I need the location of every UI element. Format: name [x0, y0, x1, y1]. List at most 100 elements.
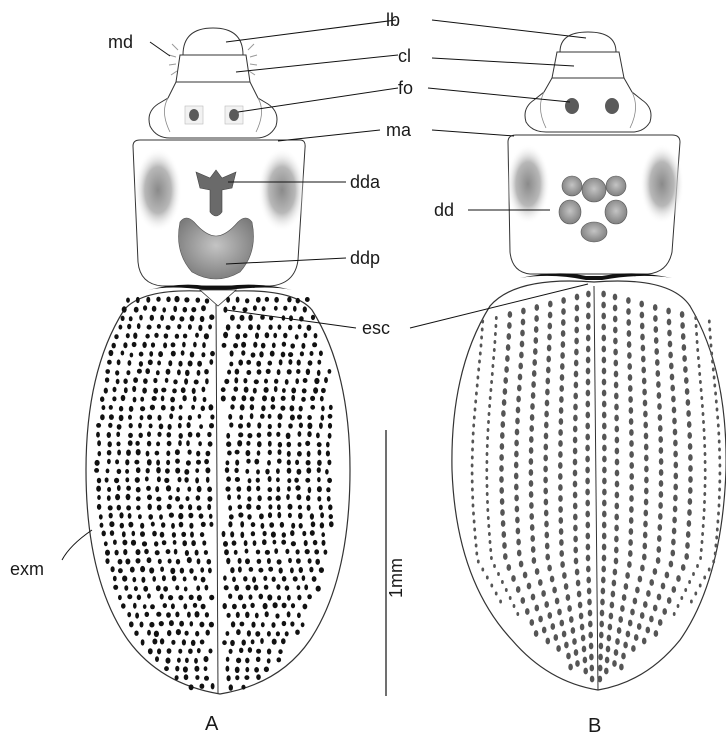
puncture-a: [198, 325, 202, 331]
puncture-a: [156, 370, 160, 375]
puncture-b: [481, 320, 484, 324]
puncture-a: [296, 558, 301, 564]
puncture-b: [558, 473, 563, 480]
puncture-a: [129, 621, 134, 627]
puncture-a: [132, 342, 137, 347]
puncture-b: [487, 524, 490, 528]
puncture-a: [255, 631, 260, 637]
puncture-b: [495, 316, 498, 320]
puncture-a: [126, 333, 130, 338]
puncture-a: [159, 514, 163, 520]
puncture-a: [155, 656, 159, 662]
puncture-b: [532, 370, 537, 377]
puncture-a: [118, 559, 123, 565]
puncture-a: [226, 631, 230, 636]
puncture-b: [716, 528, 719, 532]
puncture-a: [278, 413, 283, 419]
puncture-a: [159, 424, 164, 430]
puncture-a: [153, 388, 158, 394]
puncture-a: [297, 494, 302, 500]
puncture-a: [307, 325, 312, 331]
puncture-a: [255, 613, 259, 619]
puncture-a: [116, 379, 120, 384]
puncture-a: [133, 377, 138, 383]
puncture-b: [654, 348, 659, 355]
puncture-a: [254, 585, 259, 591]
puncture-a: [190, 315, 195, 321]
puncture-a: [173, 540, 177, 545]
puncture-b: [604, 668, 609, 675]
puncture-b: [703, 444, 706, 448]
puncture-b: [718, 480, 721, 484]
puncture-a: [197, 648, 201, 653]
puncture-a: [257, 495, 261, 501]
puncture-b: [560, 620, 565, 627]
puncture-b: [547, 345, 552, 352]
puncture-a: [278, 423, 282, 429]
puncture-a: [235, 450, 240, 455]
puncture-b: [602, 335, 607, 342]
puncture-b: [627, 341, 632, 348]
puncture-b: [634, 634, 639, 641]
puncture-b: [493, 564, 496, 568]
puncture-b: [495, 592, 498, 596]
puncture-b: [559, 385, 564, 392]
puncture-a: [195, 550, 199, 556]
puncture-b: [585, 445, 590, 452]
puncture-b: [518, 374, 523, 381]
scale-bar-label: 1mm: [386, 558, 406, 598]
puncture-a: [204, 676, 209, 681]
puncture-b: [472, 512, 475, 516]
puncture-b: [586, 533, 591, 540]
puncture-a: [114, 478, 119, 483]
puncture-b: [641, 367, 646, 374]
puncture-b: [614, 649, 619, 656]
puncture-a: [125, 477, 129, 482]
puncture-a: [158, 351, 163, 357]
puncture-a: [238, 567, 242, 573]
puncture-a: [152, 639, 157, 645]
puncture-b: [615, 459, 620, 466]
puncture-b: [662, 608, 667, 615]
puncture-b: [680, 596, 683, 600]
puncture-b: [516, 407, 521, 414]
puncture-a: [187, 612, 191, 618]
puncture-a: [158, 559, 162, 564]
puncture-b: [471, 488, 474, 492]
puncture-a: [246, 504, 251, 510]
puncture-b: [644, 477, 649, 484]
puncture-a: [166, 297, 170, 303]
puncture-a: [132, 577, 136, 582]
puncture-b: [698, 372, 701, 376]
puncture-b: [643, 601, 648, 608]
puncture-a: [259, 594, 264, 600]
puncture-a: [298, 505, 302, 510]
puncture-a: [232, 604, 237, 610]
puncture-b: [559, 407, 564, 414]
puncture-a: [171, 351, 176, 357]
puncture-a: [183, 577, 187, 582]
puncture-a: [274, 379, 278, 384]
puncture-b: [577, 591, 582, 598]
puncture-b: [696, 564, 699, 568]
puncture-a: [288, 513, 292, 518]
puncture-a: [184, 297, 189, 302]
puncture-b: [600, 599, 605, 606]
puncture-a: [246, 360, 251, 365]
label-exm: exm: [10, 559, 44, 579]
puncture-b: [701, 532, 704, 536]
puncture-b: [614, 393, 619, 400]
puncture-b: [633, 598, 638, 605]
puncture-a: [279, 359, 283, 365]
puncture-a: [221, 396, 226, 402]
puncture-a: [245, 469, 249, 474]
puncture-a: [227, 451, 232, 456]
puncture-a: [295, 485, 300, 490]
puncture-a: [317, 477, 321, 482]
puncture-b: [491, 372, 494, 376]
puncture-b: [602, 522, 607, 529]
puncture-a: [106, 469, 110, 474]
puncture-a: [226, 666, 230, 672]
puncture-b: [558, 440, 563, 447]
puncture-b: [575, 305, 580, 312]
